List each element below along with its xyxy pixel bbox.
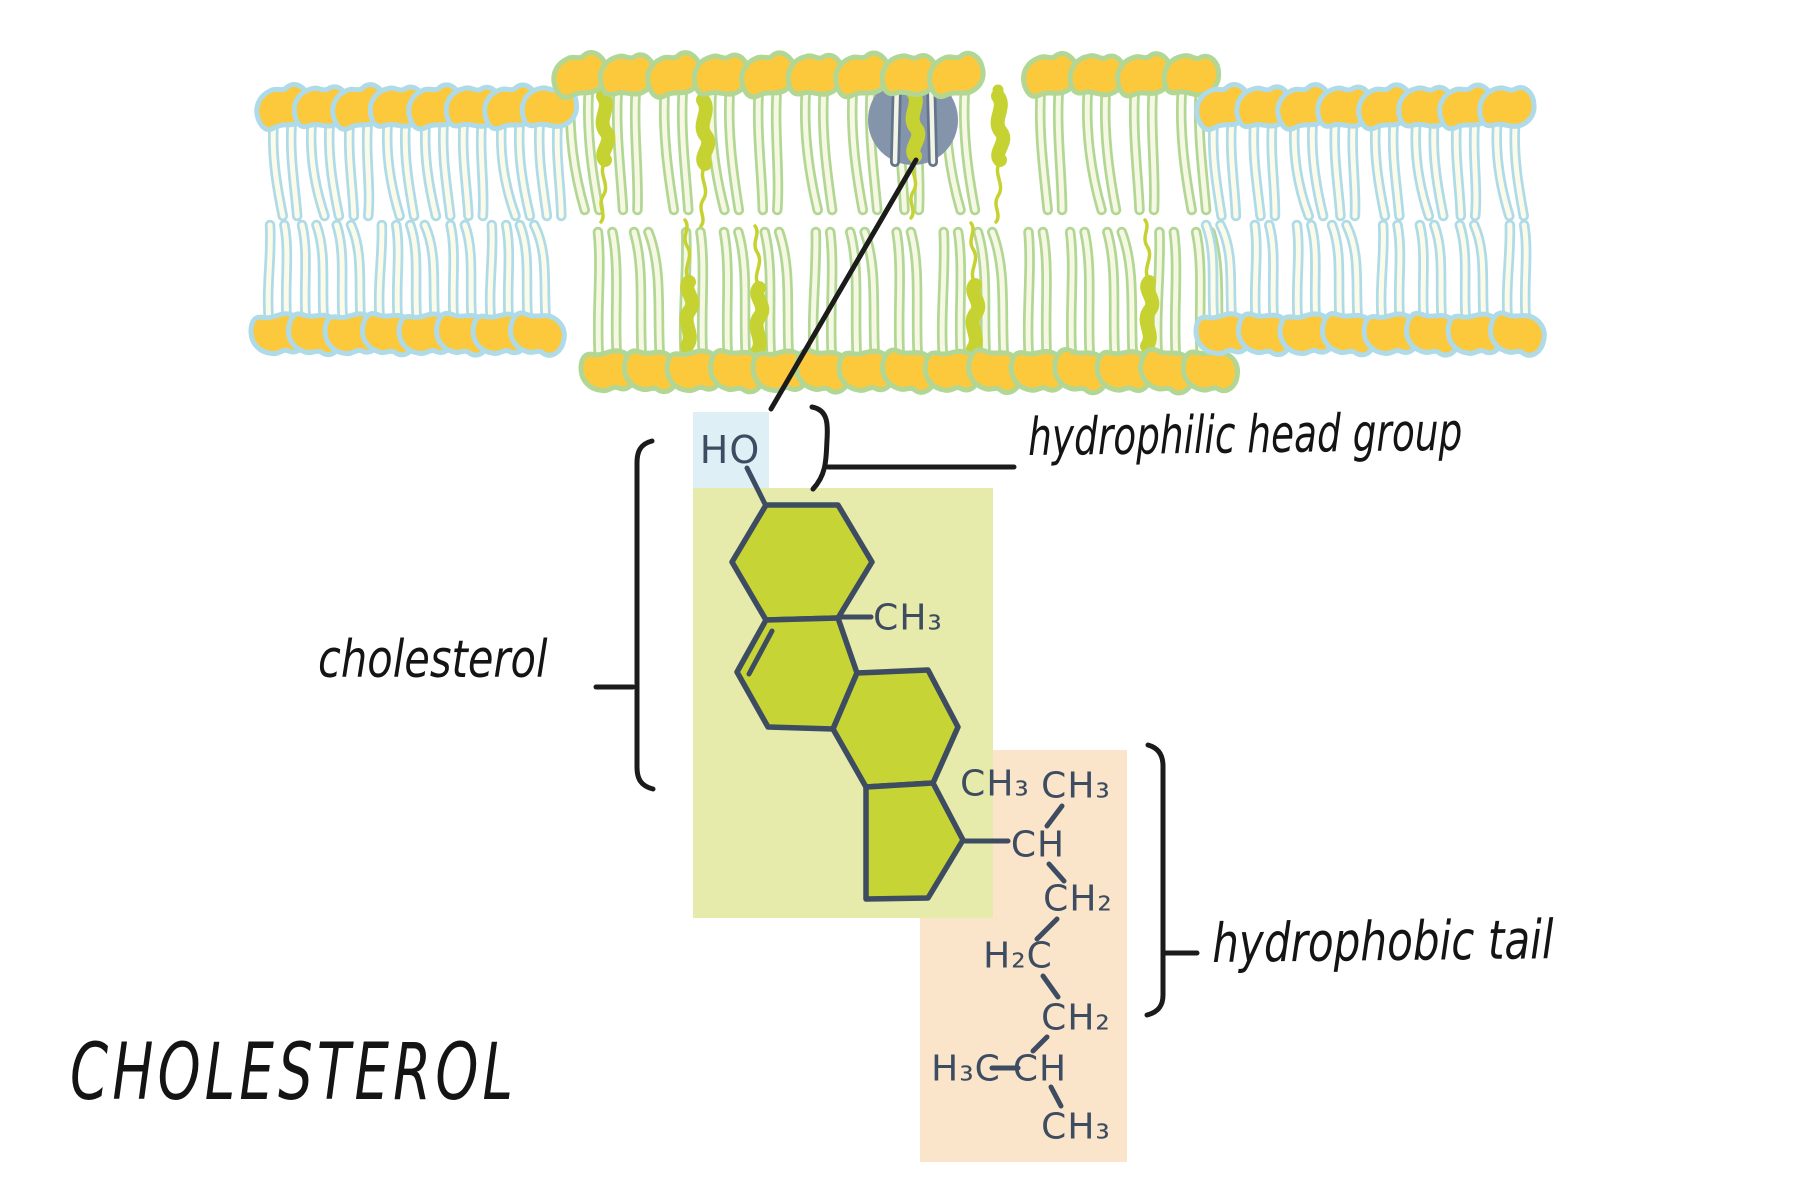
head-group-bracket	[809, 404, 830, 492]
atom-label-tail-ch: CH	[1010, 824, 1066, 866]
label-hydrophobic-tail: hydrophobic tail	[1212, 908, 1554, 975]
bond-ch2-h2c	[1034, 916, 1060, 942]
phospholipid-head	[1180, 349, 1241, 394]
phospholipid-head	[508, 310, 567, 358]
bond-h2c-ch2	[1040, 973, 1061, 1000]
bond-ch3-ch	[1044, 803, 1065, 829]
bond-ho	[744, 465, 769, 509]
page-title: CHOLESTEROL	[70, 1028, 518, 1118]
hydroxyl-highlight	[693, 412, 769, 488]
atom-label-tail-ch2-2: CH₂	[1041, 997, 1111, 1039]
phospholipid-head	[927, 50, 986, 100]
pointer-line	[768, 157, 919, 412]
label-cholesterol: cholesterol	[318, 630, 548, 690]
ring-d	[863, 780, 966, 902]
atom-label-tail-ch3-top: CH₃	[1041, 765, 1111, 807]
atom-label-tail-ch-2: CH	[1012, 1048, 1068, 1090]
phospholipid-head	[1161, 53, 1222, 98]
atom-label-tail-ch3-end: CH₃	[1041, 1106, 1111, 1148]
tails-layer	[262, 82, 1532, 364]
label-hydrophilic-head-group: hydrophilic head group	[1028, 402, 1463, 468]
cholesterol-bracket	[634, 438, 656, 792]
cholesterol-molecule	[990, 84, 1011, 224]
atom-label-tail-ch2-1: CH₂	[1043, 878, 1113, 920]
bonds	[744, 465, 1067, 1109]
phospholipid-head	[1488, 310, 1547, 358]
phospholipid-head	[1477, 85, 1537, 129]
bond-ch-ch3	[1048, 1084, 1064, 1109]
double-bond-inner	[746, 628, 775, 677]
atom-label-hydroxyl: HO	[699, 428, 761, 472]
annotation-brackets	[593, 404, 1200, 1018]
atom-label-methyl-d: CH₃	[960, 763, 1030, 805]
steroid-rings	[729, 502, 966, 902]
bond-ch-ch2	[1046, 861, 1067, 884]
bond-ch2-ch	[1030, 1034, 1050, 1054]
atom-label-tail-h2c: H₂C	[983, 935, 1053, 977]
tail-bracket	[1144, 742, 1166, 1018]
atom-label-tail-h3c: H₃C	[931, 1048, 1001, 1090]
atom-label-methyl-a: CH₃	[873, 597, 943, 639]
heads-layer	[248, 49, 1547, 396]
